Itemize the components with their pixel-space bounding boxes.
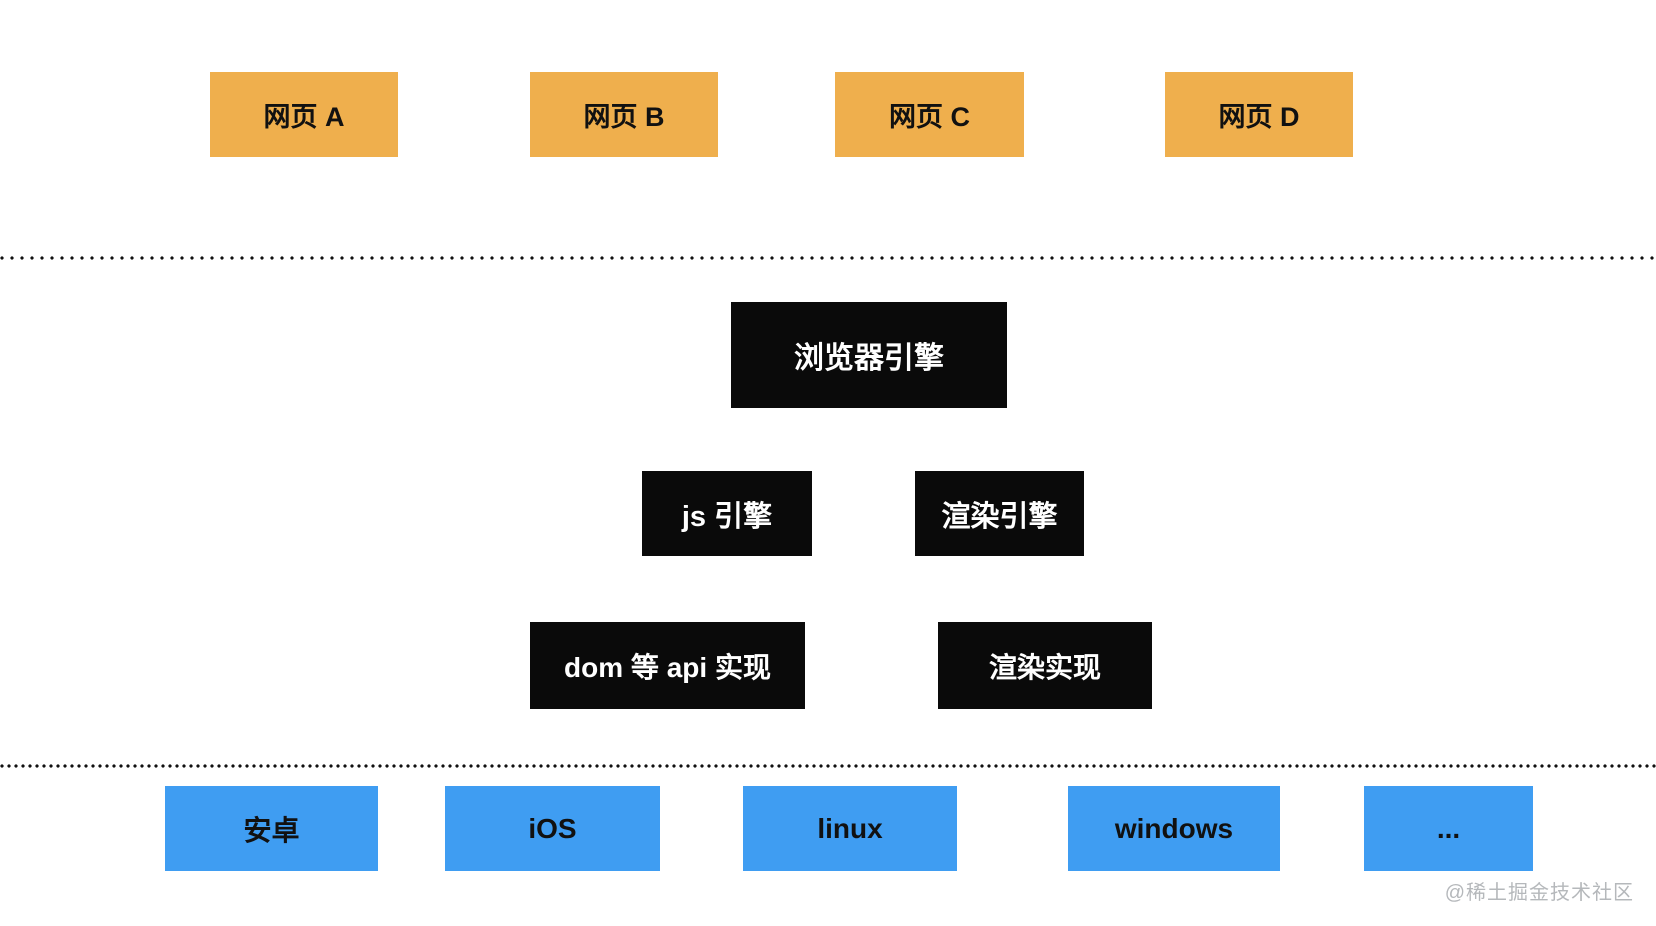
dom-api-implementation-label: dom 等 api 实现 <box>564 651 771 683</box>
js-engine-box: js 引擎 <box>642 471 812 556</box>
platform-linux-box: linux <box>743 786 957 871</box>
separator-dotted-line-bottom <box>0 764 1656 768</box>
web-page-b-box: 网页 B <box>530 72 718 157</box>
js-engine-label: js 引擎 <box>681 500 773 533</box>
web-page-d-box: 网页 D <box>1165 72 1353 157</box>
web-page-c-box: 网页 C <box>835 72 1024 157</box>
watermark: @稀土掘金技术社区 <box>1444 882 1634 904</box>
platform-ios-label: iOS <box>528 812 577 844</box>
platform-linux-label: linux <box>817 812 883 844</box>
web-page-a-label: 网页 A <box>263 102 345 132</box>
platform-windows-box: windows <box>1068 786 1280 871</box>
separator-dotted-line-top <box>0 256 1656 260</box>
render-engine-label: 渲染引擎 <box>941 500 1058 533</box>
platform-others-box: ... <box>1364 786 1533 871</box>
web-page-d-label: 网页 D <box>1218 102 1300 132</box>
web-page-a-box: 网页 A <box>210 72 398 157</box>
platform-ios-box: iOS <box>445 786 660 871</box>
platform-windows-label: windows <box>1114 812 1234 844</box>
platform-android-label: 安卓 <box>243 814 300 846</box>
platform-others-label: ... <box>1436 812 1461 844</box>
render-implementation-box: 渲染实现 <box>938 622 1152 709</box>
platform-android-box: 安卓 <box>165 786 378 871</box>
render-engine-box: 渲染引擎 <box>915 471 1084 556</box>
web-page-b-label: 网页 B <box>583 102 665 132</box>
render-implementation-label: 渲染实现 <box>988 651 1101 683</box>
dom-api-implementation-box: dom 等 api 实现 <box>530 622 805 709</box>
web-page-c-label: 网页 C <box>889 102 970 132</box>
browser-engine-box: 浏览器引擎 <box>731 302 1007 408</box>
browser-engine-label: 浏览器引擎 <box>794 342 944 375</box>
